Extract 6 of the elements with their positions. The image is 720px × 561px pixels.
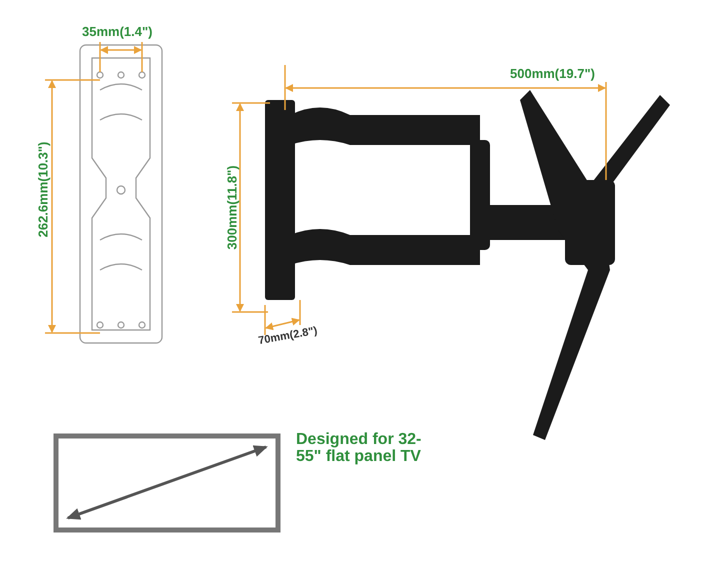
dimension-label: 70mm(2.8") xyxy=(257,324,318,348)
dimension-label: 35mm(1.4") xyxy=(82,24,152,39)
note-text: Designed for 32-55" flat panel TV xyxy=(296,431,422,465)
dimension-label: 500mm(19.7") xyxy=(510,66,595,81)
dimension-label: 300mm(11.8") xyxy=(224,165,240,250)
dimension-label: 262.6mm(10.3") xyxy=(35,142,50,238)
